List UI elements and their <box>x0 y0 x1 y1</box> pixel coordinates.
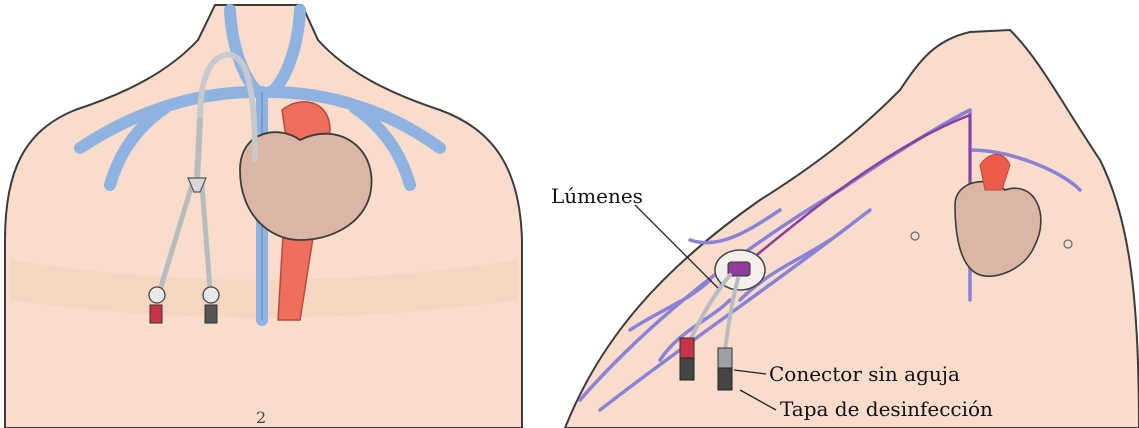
lumen-connector-red <box>680 338 694 380</box>
chest-illustration <box>0 0 560 428</box>
lumen-connector-gray <box>718 348 732 390</box>
label-lumens: Lúmenes <box>551 186 643 206</box>
page-mark: 2 <box>256 410 266 426</box>
label-needleless-connector: Conector sin aguja <box>769 364 960 384</box>
right-lumen-clamp <box>203 287 219 323</box>
left-figure-chest-catheter <box>0 0 560 428</box>
label-disinfection-cap: Tapa de desinfección <box>780 399 993 419</box>
heart <box>240 132 372 240</box>
